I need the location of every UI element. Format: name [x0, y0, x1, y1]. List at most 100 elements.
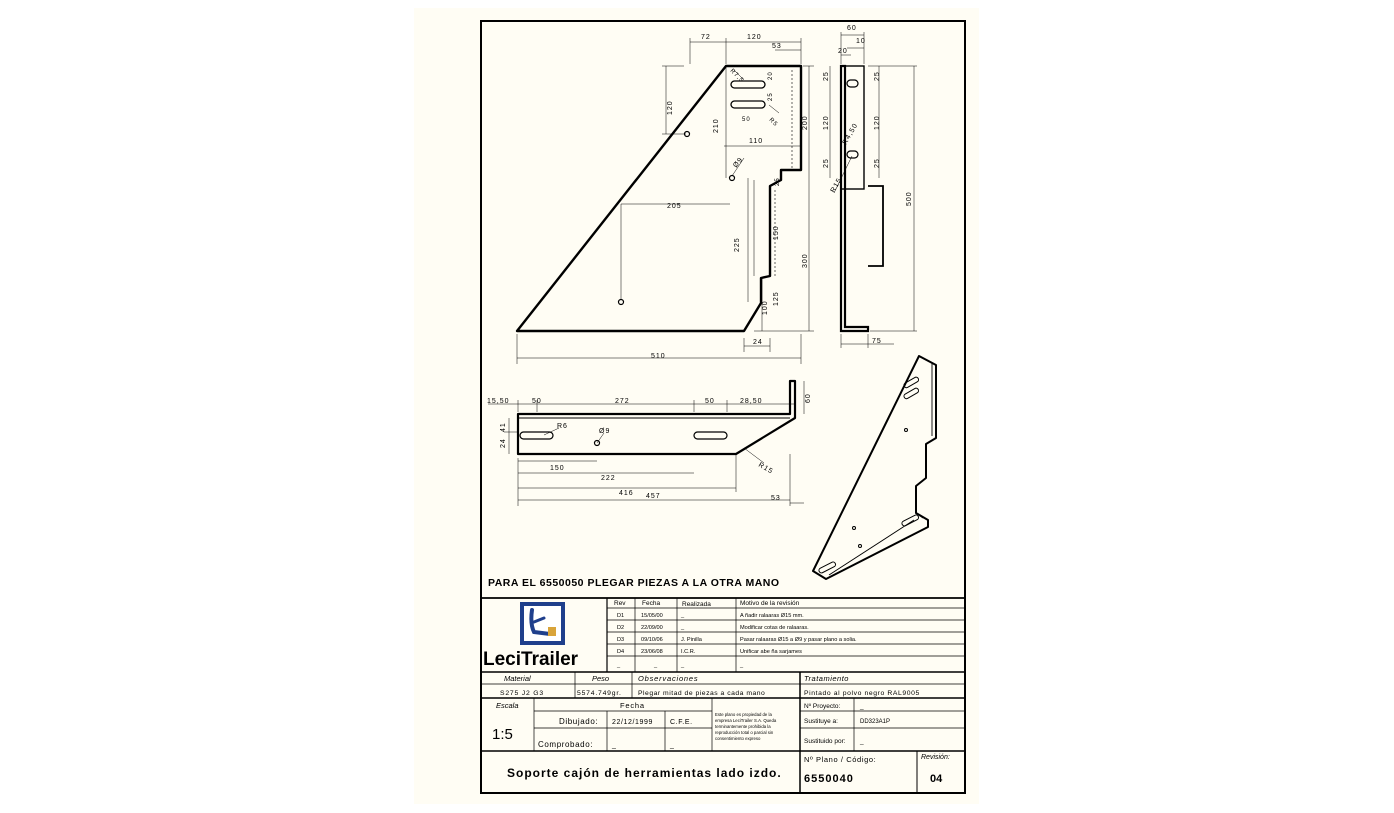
tratamiento-label: Tratamiento: [804, 674, 849, 683]
rev-header-fecha: Fecha: [642, 600, 660, 607]
sustituido-label: Sustituido por:: [804, 738, 846, 745]
legal-note: Este plano es propiedad de la empresa Le…: [715, 712, 777, 741]
rev-cell: A ñadir ralaaras Ø15 mm.: [740, 613, 804, 619]
dim-25b: 25: [775, 177, 781, 186]
observaciones-label: Observaciones: [638, 674, 698, 683]
revision-value: 04: [930, 773, 943, 785]
dim-r6: R6: [557, 423, 568, 430]
dim-25-side-a: 25: [823, 71, 830, 81]
dim-1550: 15,50: [487, 398, 510, 405]
rev-cell: D1: [617, 613, 624, 619]
material-value: S275 J2 G3: [500, 690, 544, 697]
dim-d9-top: Ø9: [599, 428, 610, 435]
fecha-label: Fecha: [620, 701, 645, 710]
title-block: [481, 597, 965, 793]
legal-line: reproducción total o parcial sin: [715, 730, 774, 735]
rev-cell: D3: [617, 637, 624, 643]
technical-drawing: 72 120 53 R7,5 20 25 50 R5 120 210 110 Ø…: [480, 20, 966, 794]
dim-10: 10: [856, 38, 866, 45]
dim-60: 60: [847, 25, 857, 32]
rev-cell: D4: [617, 649, 624, 655]
dim-50-top-b: 50: [705, 398, 715, 405]
sheet-border: [480, 20, 966, 794]
drawing-sheet: 72 120 53 R7,5 20 25 50 R5 120 210 110 Ø…: [414, 8, 979, 804]
tratamiento-value: Pintado al polvo negro RAL9005: [804, 690, 920, 697]
rev-cell: 22/09/00: [641, 625, 663, 631]
dim-41: 41: [500, 422, 507, 432]
sustituye-label: Sustituye a:: [804, 718, 838, 725]
dim-457: 457: [646, 493, 661, 500]
dim-20: 20: [768, 71, 774, 80]
dibujado-fecha: 22/12/1999: [612, 719, 653, 726]
drawing-title: Soporte cajón de herramientas lado izdo.: [507, 766, 782, 780]
dim-205: 205: [667, 203, 682, 210]
dim-110: 110: [749, 138, 763, 145]
dim-150-top: 150: [550, 465, 565, 472]
front-view: 72 120 53 R7,5 20 25 50 R5 120 210 110 Ø…: [515, 34, 814, 364]
peso-label: Peso: [592, 674, 609, 683]
revision-label: Revisión:: [921, 754, 950, 761]
rev-cell: 09/10/06: [641, 637, 663, 643]
dim-120-side-a: 120: [823, 115, 830, 130]
legal-line: empresa LeciTrailer S.A. Queda: [715, 718, 777, 723]
dim-24-top: 24: [500, 438, 507, 448]
rev-cell: I.C.R.: [681, 649, 696, 655]
peso-value: 5574.749gr.: [577, 690, 622, 697]
dim-100: 100: [762, 300, 769, 315]
legal-line: Este plano es propiedad de la: [715, 712, 772, 717]
escala-label: Escala: [496, 701, 519, 710]
rev-cell: _: [739, 663, 744, 669]
dim-200: 200: [802, 115, 809, 130]
legal-line: consentimiento expreso: [715, 736, 761, 741]
dim-60-top: 60: [805, 393, 812, 403]
dim-120-side-b: 120: [874, 115, 881, 130]
dim-24: 24: [753, 339, 763, 346]
dim-r5: R5: [768, 117, 779, 128]
rev-header-motivo: Motivo de la revisión: [740, 600, 800, 607]
dim-225: 225: [734, 237, 741, 252]
comprobado-por: _: [669, 742, 674, 749]
escala-value: 1:5: [492, 726, 513, 743]
rev-cell: Unificar abe ña sarjames: [740, 649, 802, 655]
dibujado-label: Dibujado:: [559, 717, 598, 726]
rev-cell: J. Pinilla: [681, 637, 703, 643]
dim-222: 222: [601, 475, 616, 482]
dim-25: 25: [768, 92, 774, 101]
isometric-view: [812, 355, 937, 580]
dim-510: 510: [651, 353, 666, 360]
rev-header-rev: Rev: [614, 600, 626, 607]
dim-300: 300: [802, 253, 809, 268]
rev-cell: 15/05/00: [641, 613, 663, 619]
rev-cell: _: [616, 663, 621, 669]
proyecto-value: _: [859, 703, 864, 710]
rev-cell: _: [653, 663, 658, 669]
proyecto-label: Nº Proyecto:: [804, 703, 841, 710]
rev-cell: _: [680, 625, 685, 631]
dim-120: 120: [747, 34, 762, 41]
sustituye-value: DD323A1P: [860, 719, 890, 725]
dim-50-top-a: 50: [532, 398, 542, 405]
dim-75: 75: [872, 338, 882, 345]
sustituido-value: _: [859, 738, 864, 745]
comprobado-fecha: _: [611, 742, 616, 749]
legal-line: terminantemente prohibida la: [715, 724, 771, 729]
codigo-label: Nº Plano / Código:: [804, 755, 876, 764]
logo-text: LeciTrailer: [483, 649, 579, 670]
dim-120-v: 120: [667, 100, 674, 115]
rev-cell: Modificar cotas de ralaaras.: [740, 625, 809, 631]
revision-table: Rev Fecha Realizada Motivo de la revisió…: [614, 600, 857, 669]
dim-r15-top: R15: [757, 462, 774, 476]
rev-cell: _: [680, 613, 685, 619]
dibujado-por: C.F.E.: [670, 719, 693, 726]
dim-50: 50: [742, 117, 751, 123]
dim-150: 150: [773, 225, 780, 240]
dim-500: 500: [906, 191, 913, 206]
side-view: 60 10 20 25 25 120 120 R4,50 25 25 R15 5…: [823, 25, 917, 348]
dim-2850: 28,50: [740, 398, 763, 405]
dim-272: 272: [615, 398, 630, 405]
dim-25-side-b: 25: [874, 71, 881, 81]
dim-d9: Ø9: [732, 156, 745, 169]
rev-cell: _: [680, 663, 685, 669]
dim-72: 72: [701, 34, 711, 41]
dim-r75: R7,5: [729, 68, 745, 84]
